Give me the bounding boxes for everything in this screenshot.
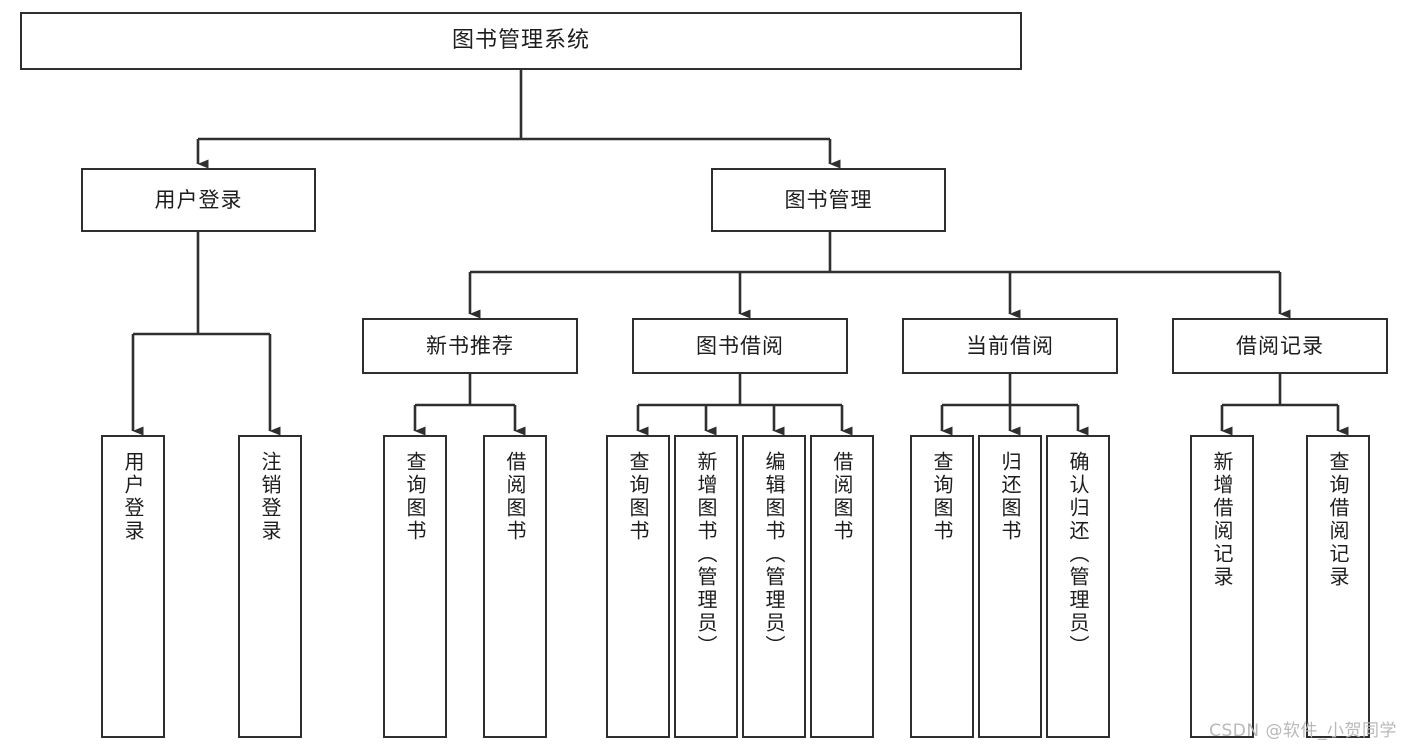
node-label: 注销登录 bbox=[258, 451, 282, 543]
node-current-borrow[interactable]: 当前借阅 bbox=[902, 318, 1118, 374]
leaf-query-book-2[interactable]: 查询图书 bbox=[606, 435, 670, 738]
node-borrow-record[interactable]: 借阅记录 bbox=[1172, 318, 1388, 374]
node-label: 借阅记录 bbox=[1236, 333, 1324, 358]
node-label: 借阅图书 bbox=[503, 451, 527, 543]
leaf-borrow-book-1[interactable]: 借阅图书 bbox=[483, 435, 547, 738]
node-label: 用户登录 bbox=[121, 451, 145, 543]
node-label: 新书推荐 bbox=[426, 333, 514, 358]
node-label: 查询借阅记录 bbox=[1326, 451, 1350, 589]
node-label: 归还图书 bbox=[998, 451, 1022, 543]
node-label: 用户登录 bbox=[154, 187, 243, 212]
node-user-login[interactable]: 用户登录 bbox=[81, 168, 316, 232]
node-label: 图书管理 bbox=[784, 187, 873, 212]
node-label: 图书借阅 bbox=[696, 333, 784, 358]
node-label: 确认归还（管理员） bbox=[1066, 451, 1090, 658]
leaf-add-book[interactable]: 新增图书（管理员） bbox=[674, 435, 738, 738]
node-root-system[interactable]: 图书管理系统 bbox=[20, 12, 1022, 70]
leaf-return-book[interactable]: 归还图书 bbox=[978, 435, 1042, 738]
node-book-manage[interactable]: 图书管理 bbox=[711, 168, 946, 232]
node-label: 新增图书（管理员） bbox=[694, 451, 718, 658]
node-label: 查询图书 bbox=[930, 451, 954, 543]
node-book-borrow[interactable]: 图书借阅 bbox=[632, 318, 848, 374]
node-label: 图书管理系统 bbox=[451, 28, 590, 54]
node-new-book-rec[interactable]: 新书推荐 bbox=[362, 318, 578, 374]
leaf-query-book-1[interactable]: 查询图书 bbox=[383, 435, 447, 738]
node-label: 查询图书 bbox=[626, 451, 650, 543]
node-label: 当前借阅 bbox=[966, 333, 1054, 358]
leaf-confirm-return[interactable]: 确认归还（管理员） bbox=[1046, 435, 1110, 738]
node-label: 编辑图书（管理员） bbox=[762, 451, 786, 658]
leaf-user-login[interactable]: 用户登录 bbox=[101, 435, 165, 738]
node-label: 查询图书 bbox=[403, 451, 427, 543]
node-label: 借阅图书 bbox=[830, 451, 854, 543]
watermark: CSDN @软件_小贺同学 bbox=[1209, 721, 1397, 741]
leaf-add-record[interactable]: 新增借阅记录 bbox=[1190, 435, 1254, 738]
leaf-borrow-book-2[interactable]: 借阅图书 bbox=[810, 435, 874, 738]
leaf-logout[interactable]: 注销登录 bbox=[238, 435, 302, 738]
leaf-edit-book[interactable]: 编辑图书（管理员） bbox=[742, 435, 806, 738]
leaf-query-record[interactable]: 查询借阅记录 bbox=[1306, 435, 1370, 738]
node-label: 新增借阅记录 bbox=[1210, 451, 1234, 589]
leaf-query-book-3[interactable]: 查询图书 bbox=[910, 435, 974, 738]
